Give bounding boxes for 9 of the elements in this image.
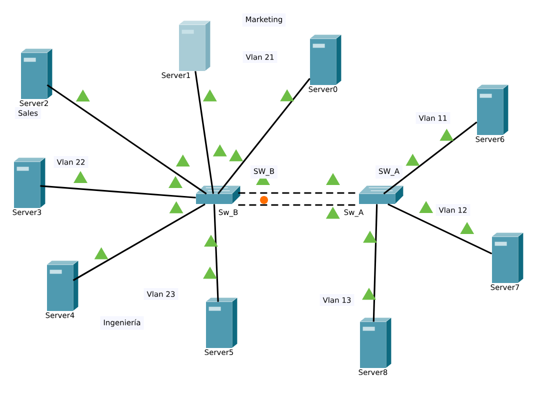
link-line [372, 204, 378, 322]
link-line [383, 122, 478, 194]
link-line [388, 203, 492, 254]
link-line [46, 84, 207, 194]
link-line [218, 78, 310, 194]
link-line [72, 204, 206, 282]
link-line [40, 185, 196, 198]
link-line [213, 204, 219, 302]
link-line [194, 71, 214, 194]
